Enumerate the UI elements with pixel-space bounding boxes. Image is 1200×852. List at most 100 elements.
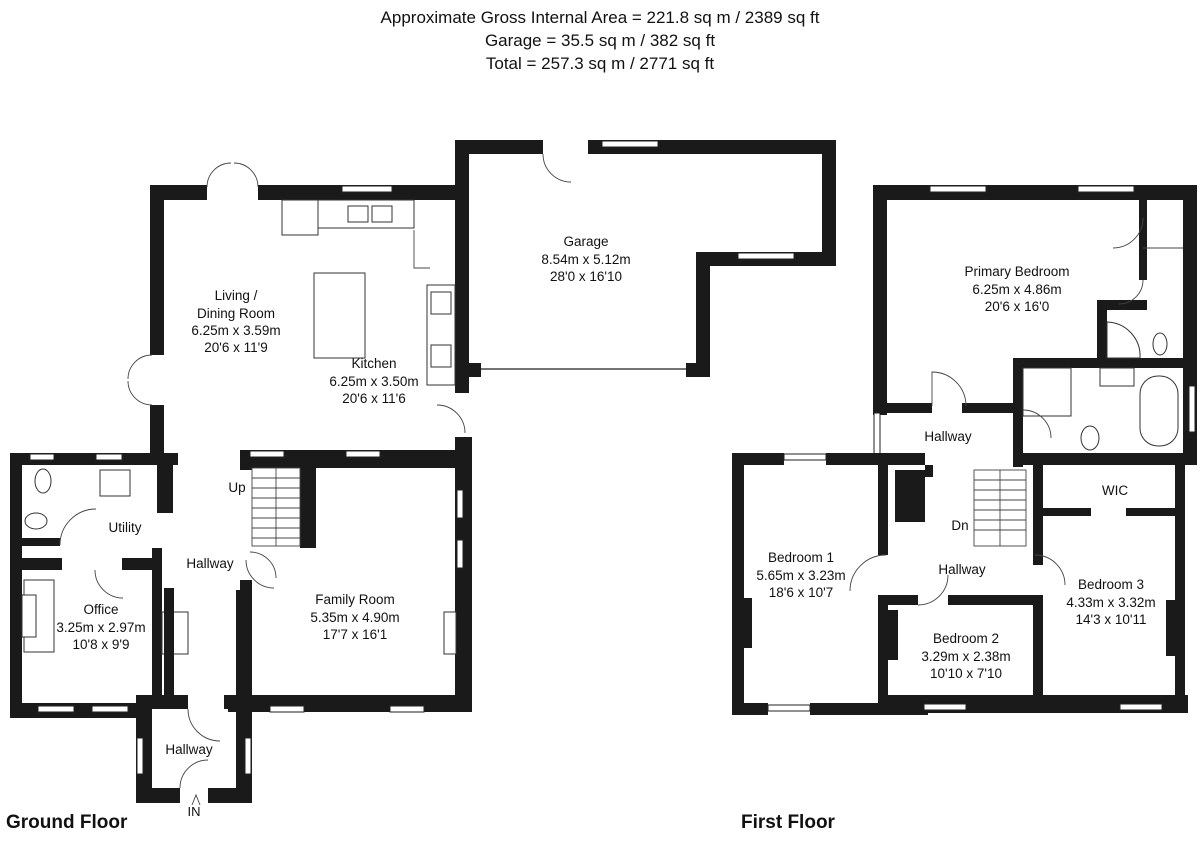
window [29, 453, 55, 461]
cupboard [895, 470, 925, 522]
window [929, 185, 987, 193]
wall [136, 788, 180, 803]
ground-floor-label: Ground Floor [6, 812, 128, 833]
wall [208, 788, 252, 803]
window [1188, 385, 1196, 433]
window [783, 453, 827, 461]
window [1077, 185, 1135, 193]
sink-icon [347, 205, 369, 223]
window [244, 737, 252, 775]
bedroom-3-dim-metric: 4.33m x 3.32m [1066, 595, 1155, 610]
wall [873, 185, 1197, 200]
window [923, 703, 967, 711]
staircase-first [973, 469, 1027, 547]
wic-name: WIC [1102, 483, 1128, 498]
bedroom-1-name: Bedroom 1 [768, 550, 834, 565]
basin-icon [24, 512, 48, 530]
utility-name: Utility [109, 520, 142, 535]
wall [236, 590, 246, 700]
bedroom-1-dim-imperial: 18'6 x 10'7 [769, 585, 833, 600]
wall [822, 140, 836, 265]
wall [455, 140, 469, 200]
wall [873, 185, 887, 415]
first-floor-label: First Floor [741, 812, 836, 833]
wall [732, 703, 768, 715]
wall [1097, 300, 1147, 310]
hallway-top-name: Hallway [924, 429, 972, 444]
wall [150, 405, 164, 453]
counter [281, 199, 319, 236]
wall [1013, 362, 1023, 467]
door-swing [1022, 409, 1052, 439]
window [37, 705, 75, 713]
living-room-dim-imperial: 20'6 x 11'9 [204, 340, 267, 355]
wall [236, 695, 252, 803]
family-room-name: Family Room [315, 592, 395, 607]
door-swing [249, 551, 277, 579]
bedroom-1-dim-metric: 5.65m x 3.23m [756, 568, 845, 583]
wall [455, 140, 543, 154]
wall [152, 548, 162, 708]
wall [157, 453, 173, 513]
hallway-name: Hallway [186, 556, 234, 571]
wall [240, 450, 252, 470]
stairs-down-label: Dn [951, 518, 968, 533]
door-swing [1118, 279, 1144, 305]
window [249, 450, 285, 458]
garage-name: Garage [563, 234, 608, 249]
bedroom-2-name: Bedroom 2 [933, 631, 999, 646]
wall [696, 252, 710, 377]
shower-icon [1106, 321, 1141, 359]
wall [136, 695, 152, 803]
bedroom-2-dim-metric: 3.29m x 2.38m [921, 649, 1010, 664]
kitchen-island [313, 272, 366, 359]
wall [455, 185, 469, 393]
wall [1033, 595, 1043, 713]
office-dim-imperial: 10'8 x 9'9 [73, 637, 130, 652]
hearth [21, 594, 37, 638]
wall [122, 558, 162, 570]
wall [164, 588, 174, 698]
family-room-dim-metric: 5.35m x 4.90m [310, 610, 399, 625]
wall [150, 185, 207, 200]
wall [10, 703, 150, 718]
door-swing [1034, 554, 1066, 586]
area-summary-line-3: Total = 257.3 sq m / 2771 sq ft [486, 54, 714, 73]
wall [878, 595, 918, 605]
door-swing [413, 230, 430, 269]
window [91, 705, 129, 713]
wall [886, 610, 898, 660]
wall [22, 558, 62, 570]
kitchen-dim-imperial: 20'6 x 11'6 [342, 391, 405, 406]
first-floor-plan [732, 185, 1197, 715]
front-door-swing [179, 759, 209, 789]
wall [228, 695, 472, 712]
door-swing [849, 554, 887, 592]
kitchen-name: Kitchen [351, 356, 396, 371]
office-name: Office [83, 602, 118, 617]
wardrobe-door-swing [1112, 217, 1144, 249]
window [456, 539, 464, 569]
bedroom-3-dim-imperial: 14'3 x 10'11 [1076, 612, 1147, 627]
door-swing [917, 574, 949, 606]
shower-tray [1022, 367, 1072, 417]
basin-icon [1099, 367, 1135, 387]
garage-dim-imperial: 28'0 x 16'10 [550, 269, 622, 284]
living-room-name-2: Dining Room [197, 306, 275, 321]
wall [1097, 305, 1107, 360]
window [737, 252, 795, 260]
window [767, 704, 811, 712]
living-room-dim-metric: 6.25m x 3.59m [191, 323, 280, 338]
porch-hallway-name: Hallway [165, 742, 213, 757]
door-swing [245, 559, 275, 589]
wall [150, 185, 164, 355]
wall [1126, 508, 1183, 516]
entrance-label: IN [188, 804, 201, 819]
bath-icon [1139, 375, 1179, 447]
bedroom-3-name: Bedroom 3 [1078, 577, 1144, 592]
wall [732, 453, 784, 465]
garage-dim-metric: 8.54m x 5.12m [541, 252, 630, 267]
toilet-icon [34, 468, 52, 494]
wall [1175, 465, 1185, 713]
wall [686, 363, 710, 377]
